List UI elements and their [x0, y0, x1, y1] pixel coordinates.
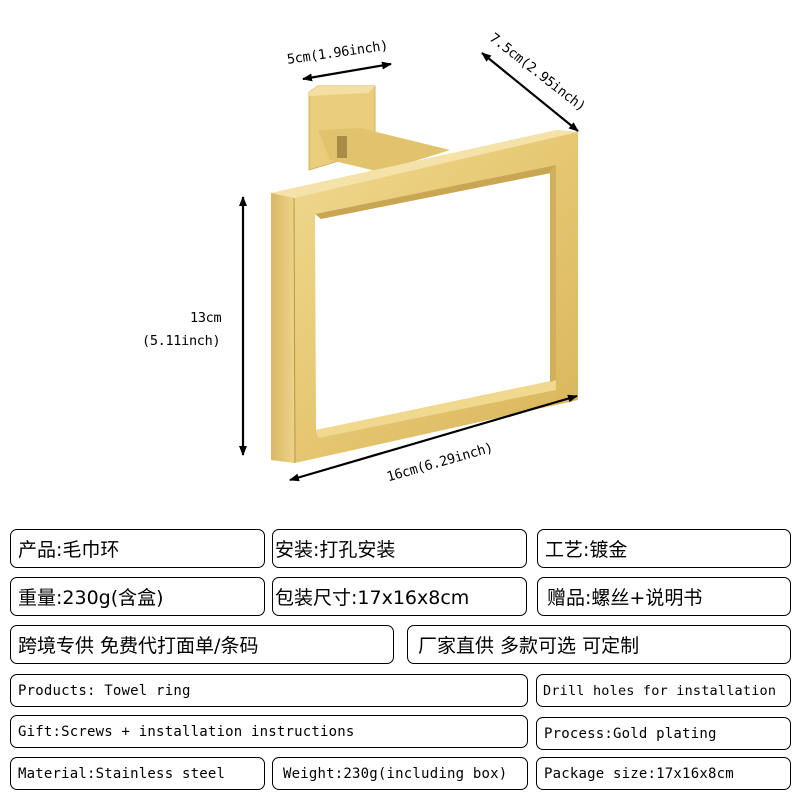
- en-products-box: Products: Towel ring: [10, 674, 528, 707]
- cn-install-box: 安装:打孔安装: [272, 529, 527, 568]
- en-gift-box: Gift:Screws + installation instructions: [10, 715, 528, 748]
- cn-weight-box: 重量:230g(含盒): [10, 577, 265, 616]
- product-illustration: 5cm(1.96inch) 7.5cm(2.95inch) 13cm (5.11…: [142, 30, 589, 485]
- cn-package-box: 包装尺寸:17x16x8cm: [272, 577, 527, 616]
- cn-crossborder-box: 跨境专供 免费代打面单/条码: [10, 625, 394, 664]
- cn-gift-box: 赠品:螺丝+说明书: [537, 577, 791, 616]
- en-installation-box: Drill holes for installation: [536, 674, 791, 707]
- en-material-box: Material:Stainless steel: [10, 757, 265, 790]
- en-package-box: Package size:17x16x8cm: [536, 757, 791, 790]
- height-inch-label: (5.11inch): [142, 333, 221, 349]
- towel-ring-icon: [239, 52, 579, 482]
- cn-process-box: 工艺:镀金: [537, 529, 791, 568]
- cn-factory-box: 厂家直供 多款可选 可定制: [407, 625, 791, 664]
- cn-product-box: 产品:毛巾环: [10, 529, 265, 568]
- en-process-box: Process:Gold plating: [536, 717, 791, 750]
- height-cm-label: 13cm: [190, 310, 222, 326]
- en-weight-box: Weight:230g(including box): [272, 757, 528, 790]
